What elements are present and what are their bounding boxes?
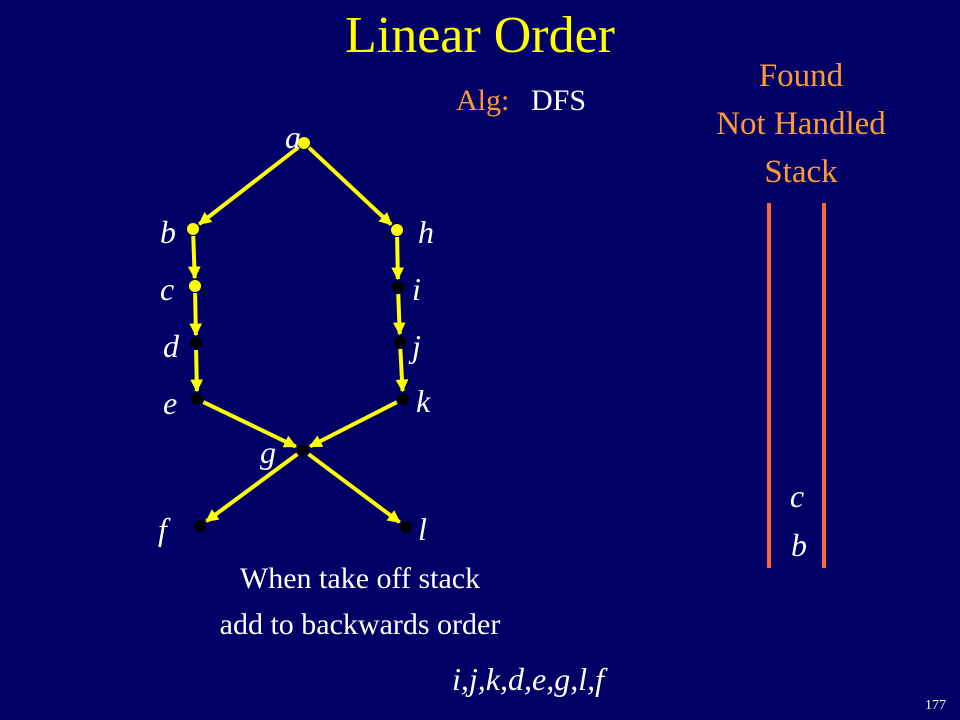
edge-g-f <box>205 452 299 523</box>
node-label-e: e <box>163 385 177 421</box>
node-label-i: i <box>412 271 421 307</box>
node-g <box>297 444 309 456</box>
node-a <box>298 137 310 149</box>
node-l <box>400 521 412 533</box>
node-label-a: a <box>285 119 301 155</box>
node-label-k: k <box>416 383 431 419</box>
backwards-order-list: i,j,k,d,e,g,l,f <box>452 661 604 697</box>
node-f <box>194 520 206 532</box>
edge-d-e <box>190 349 204 393</box>
node-b <box>187 223 199 235</box>
node-j <box>394 336 406 348</box>
edge-c-d <box>189 292 203 337</box>
node-label-c: c <box>160 271 174 307</box>
stack-item: c <box>789 478 805 514</box>
stack-item: b <box>791 527 807 563</box>
edge-g-l <box>307 452 401 524</box>
edge-k-g <box>308 400 398 449</box>
not-handled-heading: Not Handled <box>716 106 886 142</box>
edge-b-c <box>187 235 201 280</box>
node-label-d: d <box>163 328 180 364</box>
node-k <box>397 393 409 405</box>
edge-h-i <box>391 236 405 281</box>
node-h <box>391 224 403 236</box>
node-label-b: b <box>160 214 176 250</box>
node-c <box>189 280 201 292</box>
node-i <box>392 281 404 293</box>
algorithm-value: DFS <box>531 84 587 117</box>
found-heading: Found <box>758 58 844 94</box>
edge-a-b <box>198 145 300 226</box>
stack-heading: Stack <box>764 154 838 190</box>
node-label-f: f <box>158 511 171 547</box>
node-label-h: h <box>418 214 434 250</box>
caption-line-2: add to backwards order <box>219 608 501 641</box>
edge-i-j <box>392 293 406 336</box>
node-label-l: l <box>418 511 427 547</box>
graph-edges <box>187 145 409 524</box>
node-e <box>191 393 203 405</box>
node-d <box>190 337 202 349</box>
node-label-j: j <box>408 328 421 364</box>
caption-line-1: When take off stack <box>239 562 481 595</box>
graph-nodes <box>187 137 412 533</box>
slide-number: 177 <box>925 698 946 713</box>
edge-a-h <box>307 146 393 226</box>
node-label-g: g <box>260 434 276 470</box>
edge-e-g <box>202 400 297 449</box>
page-title: Linear Order <box>345 7 615 64</box>
algorithm-label: Alg: <box>456 84 510 117</box>
edge-j-k <box>395 348 409 393</box>
